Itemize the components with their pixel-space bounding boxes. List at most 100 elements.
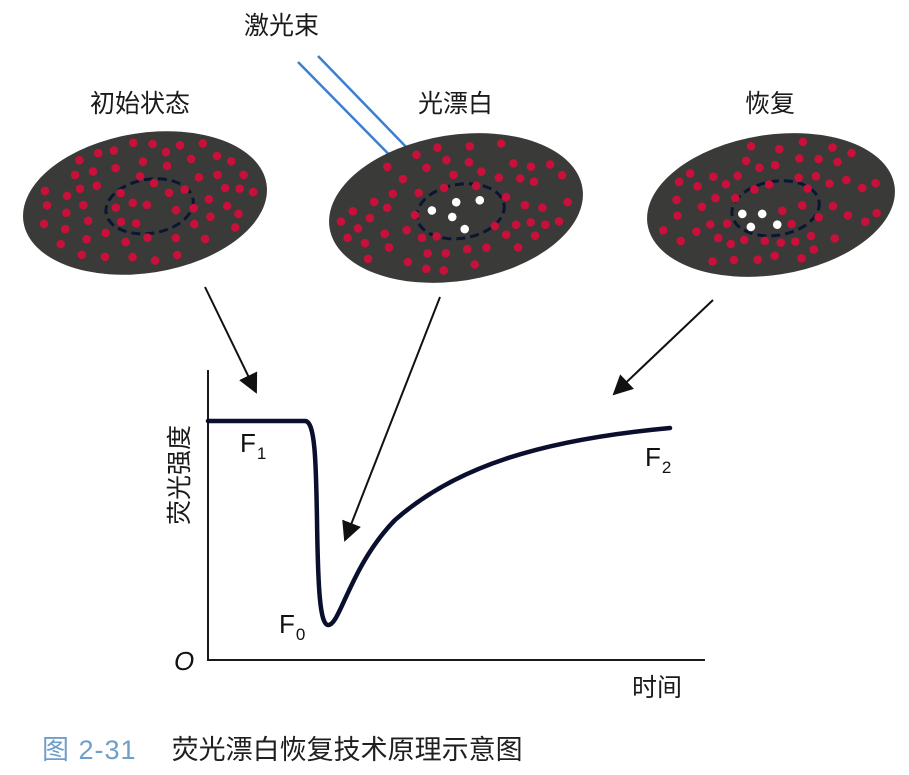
fluorescent-molecule-dot	[520, 200, 530, 210]
fluorescent-molecule-dot	[798, 137, 808, 147]
bleach-region-outline	[104, 177, 195, 236]
fluorescent-molecule-dot	[755, 163, 764, 173]
fluorescent-molecule-dot	[726, 239, 736, 249]
fluorescent-molecule-dot	[360, 238, 370, 248]
fluorescent-molecule-dot	[803, 184, 812, 193]
figure-caption: 图 2-31 荧光漂白恢复技术原理示意图	[42, 728, 523, 767]
fluorescent-molecule-dot	[825, 179, 834, 188]
fluorescent-molecule-dot	[172, 250, 182, 260]
fluorescent-molecule-dot	[842, 175, 851, 185]
fluorescent-molecule-dot	[860, 217, 870, 227]
fluorescent-molecule-dot	[148, 139, 157, 149]
bleached-molecule-dot	[451, 197, 461, 207]
fluorescent-molecule-dot	[814, 212, 824, 222]
fluorescent-molecule-dot	[402, 225, 411, 235]
fluorescent-molecule-dot	[336, 217, 346, 226]
fluorescent-molecule-dot	[42, 201, 52, 210]
fluorescent-molecule-dot	[515, 174, 525, 183]
fluorescent-molecule-dot	[79, 200, 88, 210]
fluorescent-molecule-dot	[847, 148, 856, 158]
fluorescent-molecule-dot	[111, 203, 121, 212]
fluorescent-molecule-dot	[75, 184, 85, 193]
fluorescent-molecule-dot	[685, 169, 695, 178]
fluorescent-molecule-dot	[248, 187, 258, 197]
fluorescent-molecule-dot	[526, 218, 535, 227]
f0-subscript: 0	[296, 625, 305, 644]
fluorescent-molecule-dot	[56, 239, 66, 249]
fluorescent-molecule-dot	[77, 250, 87, 260]
fluorescent-molecule-dot	[697, 202, 707, 212]
fluorescent-molecule-dot	[526, 162, 536, 171]
fluorescent-molecule-dot	[189, 203, 199, 213]
fluorescent-molecule-dot	[143, 233, 152, 242]
bleached-molecule-dot	[475, 195, 485, 205]
fluorescent-molecule-dot	[171, 233, 181, 243]
fluorescent-molecule-dot	[171, 205, 181, 215]
fluorescent-molecule-dot	[220, 183, 230, 193]
bleached-molecule-dot	[460, 224, 470, 234]
fluorescent-molecule-dot	[776, 238, 786, 247]
fluorescent-molecule-dot	[693, 181, 702, 191]
fluorescent-molecule-dot	[190, 219, 199, 229]
fluorescent-molecule-dot	[230, 223, 240, 232]
fluorescent-molecule-dot	[465, 142, 475, 151]
fluorescent-molecule-dot	[92, 181, 102, 191]
fluorescent-molecule-dot	[380, 229, 390, 239]
fluorescent-molecule-dot	[239, 170, 248, 180]
fluorescent-molecule-dot	[811, 172, 821, 181]
origin-label: O	[174, 646, 194, 676]
fluorescent-molecule-dot	[787, 219, 796, 229]
fluorescent-molecule-dot	[828, 143, 837, 152]
f1-base: F	[240, 428, 256, 458]
fluorescent-molecule-dot	[501, 192, 511, 202]
fluorescent-molecule-dot	[162, 161, 172, 171]
fluorescent-molecule-dot	[529, 177, 539, 186]
fluorescent-molecule-dot	[554, 217, 564, 226]
fluorescent-molecule-dot	[501, 230, 511, 239]
fluorescent-molecule-dot	[797, 201, 807, 210]
fluorescent-molecule-dot	[213, 170, 222, 180]
fluorescent-molecule-dot	[439, 266, 449, 275]
fluorescent-molecule-dot	[62, 191, 72, 201]
fluorescent-molecule-dot	[164, 188, 174, 198]
fluorescent-molecule-dot	[806, 231, 816, 241]
fluorescent-molecule-dot	[545, 160, 555, 169]
f0-label: F0	[279, 609, 305, 644]
fluorescent-molecule-dot	[509, 159, 518, 168]
fluorescent-molecule-dot	[477, 167, 486, 176]
fluorescent-molecule-dot	[226, 156, 236, 166]
fluorescent-molecule-dot	[814, 154, 823, 164]
fluorescent-molecule-dot	[88, 167, 98, 176]
f0-base: F	[279, 609, 295, 639]
fluorescent-molecule-dot	[388, 189, 398, 199]
x-axis-label: 时间	[632, 673, 682, 702]
fluorescent-molecule-dot	[423, 249, 432, 258]
fluorescent-molecule-dot	[770, 251, 779, 261]
fluorescent-molecule-dot	[482, 243, 491, 253]
fluorescent-molecule-dot	[511, 220, 521, 229]
fluorescent-molecule-dot	[513, 243, 523, 252]
fluorescent-molecule-dot	[730, 193, 740, 203]
fluorescent-molecule-dot	[138, 157, 148, 166]
fluorescent-molecule-dot	[194, 172, 204, 182]
fluorescent-molecule-dot	[39, 219, 49, 229]
fluorescent-molecule-dot	[449, 170, 458, 180]
laser-beam-label: 激光束	[244, 11, 319, 40]
fluorescent-molecule-dot	[369, 197, 379, 207]
membrane-disc	[647, 133, 895, 277]
fluorescent-molecule-dot	[760, 236, 770, 246]
fluorescent-molecule-dot	[100, 252, 110, 262]
fluorescent-molecule-dot	[764, 180, 774, 189]
bleached-molecule-dot	[757, 209, 767, 219]
fluorescent-molecule-dot	[422, 163, 431, 173]
fluorescent-molecule-dot	[471, 181, 481, 191]
fluorescent-molecule-dot	[739, 235, 749, 245]
fluorescent-molecule-dot	[791, 237, 800, 246]
fluorescent-molecule-dot	[857, 183, 867, 193]
f2-base: F	[645, 442, 661, 472]
fluorescent-molecule-dot	[212, 151, 222, 161]
fluorescent-molecule-dot	[672, 195, 681, 205]
fluorescent-molecule-dot	[709, 172, 718, 181]
fluorescent-molecule-dot	[797, 254, 806, 263]
